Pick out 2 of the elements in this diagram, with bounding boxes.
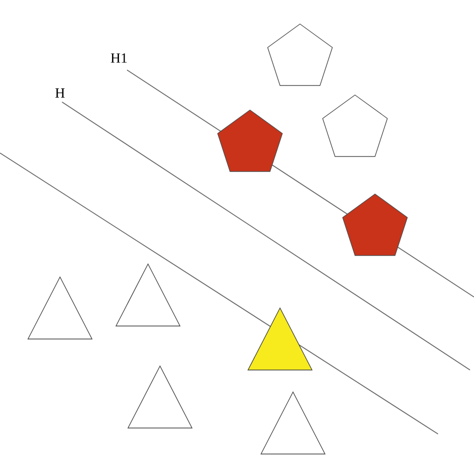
line-label: H	[55, 88, 65, 98]
line-label: H1	[110, 53, 127, 63]
